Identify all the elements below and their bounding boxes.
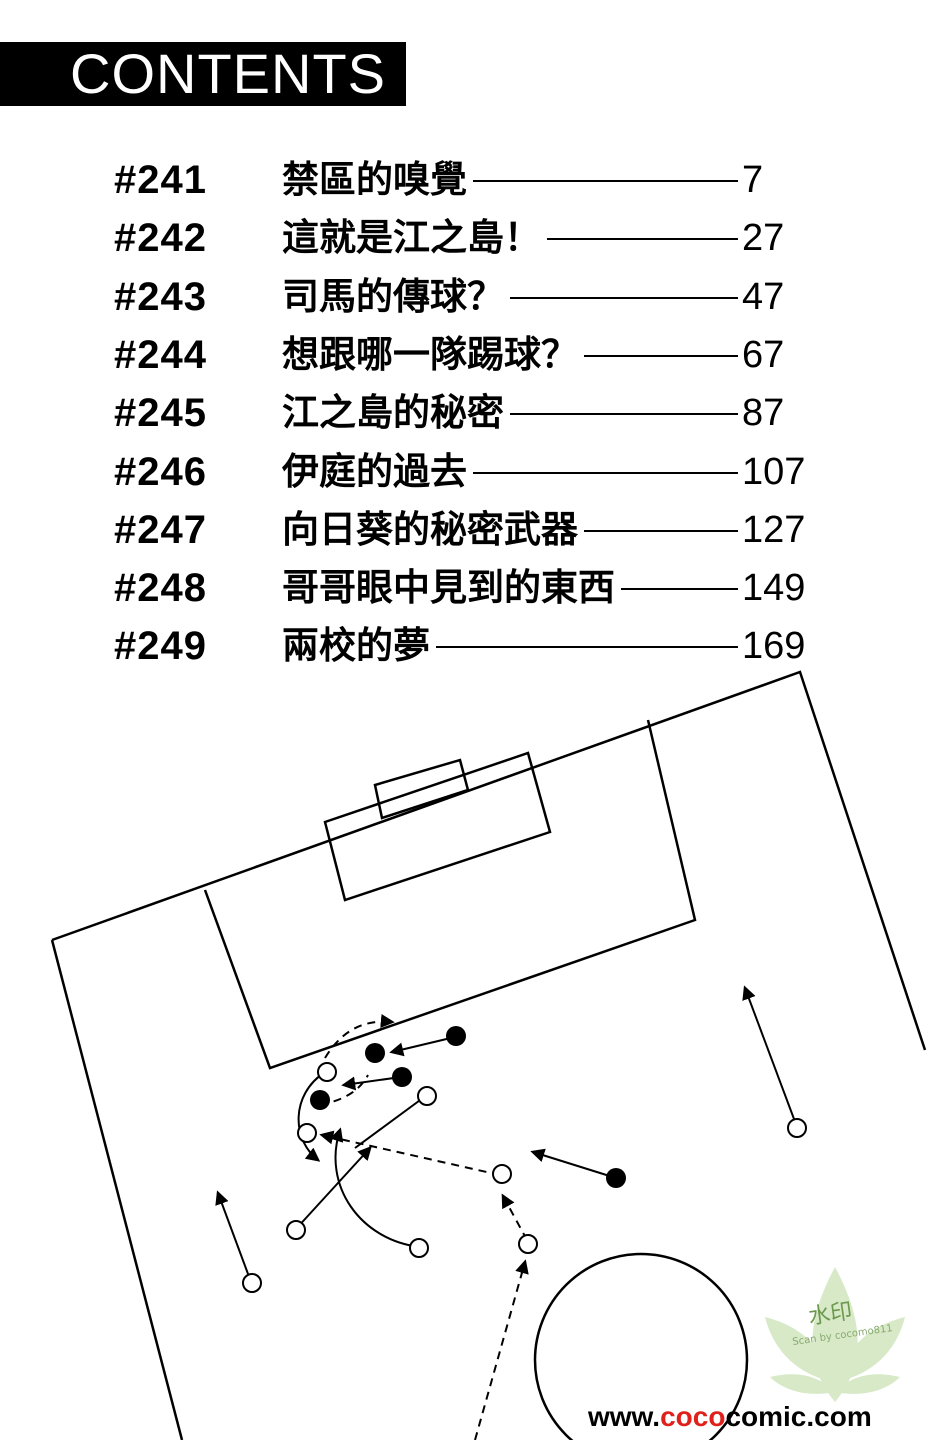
chapter-title: 向日葵的秘密武器 <box>282 504 582 555</box>
goal <box>373 758 470 820</box>
leader-line <box>584 354 738 357</box>
toc-row[interactable]: #244 想跟哪一隊踢球？ 67 <box>0 329 928 380</box>
page-title: CONTENTS <box>70 42 386 105</box>
chapter-title: 哥哥眼中見到的東西 <box>282 563 619 614</box>
toc-row[interactable]: #242 這就是江之島！ 27 <box>0 213 928 264</box>
toc-row[interactable]: #245 江之島的秘密 87 <box>0 388 928 439</box>
leader-line <box>584 529 738 532</box>
chapter-title: 這就是江之島！ <box>282 213 545 264</box>
leader-line <box>436 646 738 649</box>
toc-row[interactable]: #247 向日葵的秘密武器 127 <box>0 504 928 555</box>
page-number: 149 <box>740 563 806 614</box>
toc-row[interactable]: #246 伊庭的過去 107 <box>0 446 928 497</box>
footer-prefix: www. <box>588 1401 661 1432</box>
page-number: 169 <box>740 621 806 672</box>
toc-row[interactable]: #243 司馬的傳球？ 47 <box>0 271 928 322</box>
footer-brand: coco <box>660 1401 726 1432</box>
leader-line <box>621 588 738 591</box>
field-boundary <box>51 670 927 1051</box>
footer-url[interactable]: www.cococomic.com <box>588 1400 872 1434</box>
leader-line <box>547 238 738 241</box>
chapter-title: 禁區的嗅覺 <box>282 155 471 205</box>
page-number: 67 <box>740 329 785 380</box>
penalty-area <box>203 719 697 1070</box>
leader-line <box>510 413 738 416</box>
leader-line <box>510 296 738 299</box>
toc-row[interactable]: #241 禁區的嗅覺 7 <box>0 155 928 205</box>
page-number: 107 <box>740 446 806 497</box>
chapter-number: #246 <box>114 449 207 494</box>
toc-row[interactable]: #249 兩校的夢 169 <box>0 621 928 672</box>
center-circle <box>533 1252 749 1440</box>
chapter-number: #245 <box>114 391 207 436</box>
table-of-contents: #241 禁區的嗅覺 7 #242 這就是江之島！ 27 #243 司馬的傳球？ 47 #244 想… <box>0 0 928 700</box>
chapter-title: 想跟哪一隊踢球？ <box>282 329 582 380</box>
chapter-number: #243 <box>114 274 207 319</box>
chapter-title: 司馬的傳球？ <box>282 271 508 322</box>
chapter-title: 伊庭的過去 <box>282 446 471 497</box>
page-number: 47 <box>740 271 785 322</box>
page-number: 87 <box>740 388 785 439</box>
chapter-number: #244 <box>114 332 207 377</box>
toc-row[interactable]: #248 哥哥眼中見到的東西 149 <box>0 563 928 614</box>
title-banner <box>0 42 406 106</box>
page-number: 27 <box>740 213 785 264</box>
leader-line <box>473 471 738 474</box>
watermark-leaf-icon <box>765 1267 905 1402</box>
page-number: 7 <box>740 155 764 205</box>
chapter-number: #242 <box>114 216 207 261</box>
chapter-number: #241 <box>114 158 207 202</box>
chapter-title: 兩校的夢 <box>282 621 434 672</box>
leader-line <box>473 180 738 182</box>
chapter-number: #249 <box>114 624 207 669</box>
chapter-title: 江之島的秘密 <box>282 388 508 439</box>
chapter-number: #247 <box>114 507 207 552</box>
soccer-play-diagram <box>50 670 927 1440</box>
page-number: 127 <box>740 504 806 555</box>
footer-suffix: comic.com <box>725 1401 872 1432</box>
goal-area <box>323 751 552 902</box>
watermark-text: 水印 <box>806 1299 854 1330</box>
chapter-number: #248 <box>114 566 207 611</box>
